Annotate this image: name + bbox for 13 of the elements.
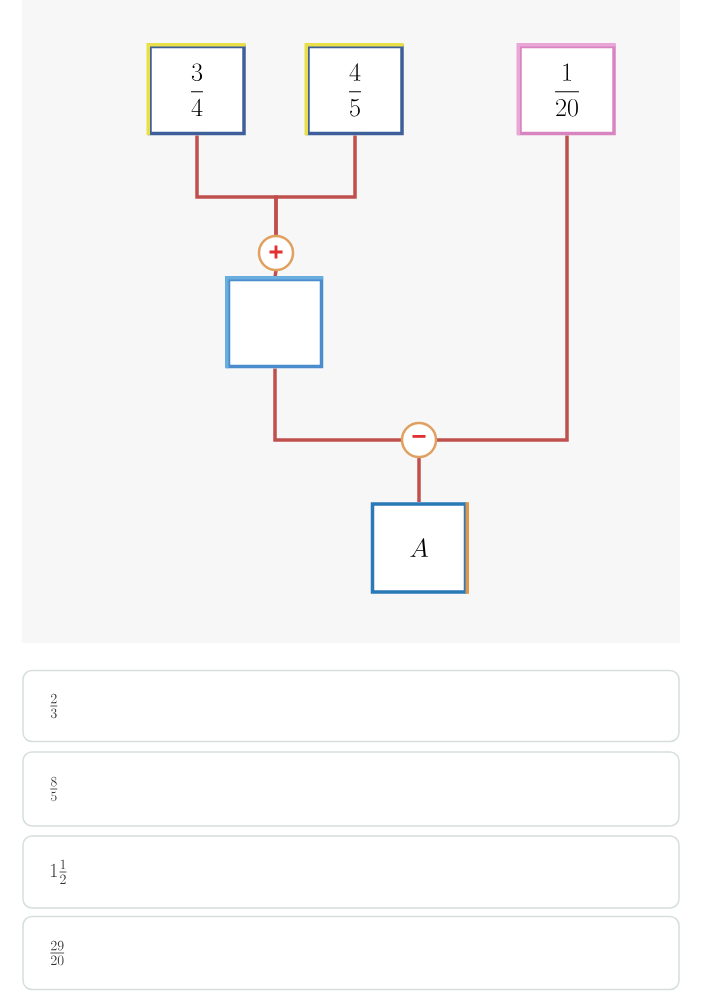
answer-option: $1\frac{1}{2}$: [22, 835, 680, 909]
number-box: $\dfrac{4}{5}$: [304, 43, 404, 136]
number-box: $\dfrac{1}{20}$: [516, 43, 616, 136]
connector-line: [273, 368, 402, 442]
answer-box: $A$: [370, 502, 469, 594]
connector-line: [417, 457, 421, 502]
connector-line: [436, 135, 569, 442]
answer-option: $\frac{2}{3}$: [22, 669, 680, 743]
connector-line: [274, 135, 357, 236]
empty-box: [225, 276, 324, 369]
answer-option: $\frac{8}{5}$: [22, 751, 680, 827]
answer-option: $\frac{29}{20}$: [22, 915, 680, 991]
number-box: $\dfrac{3}{4}$: [146, 43, 246, 136]
